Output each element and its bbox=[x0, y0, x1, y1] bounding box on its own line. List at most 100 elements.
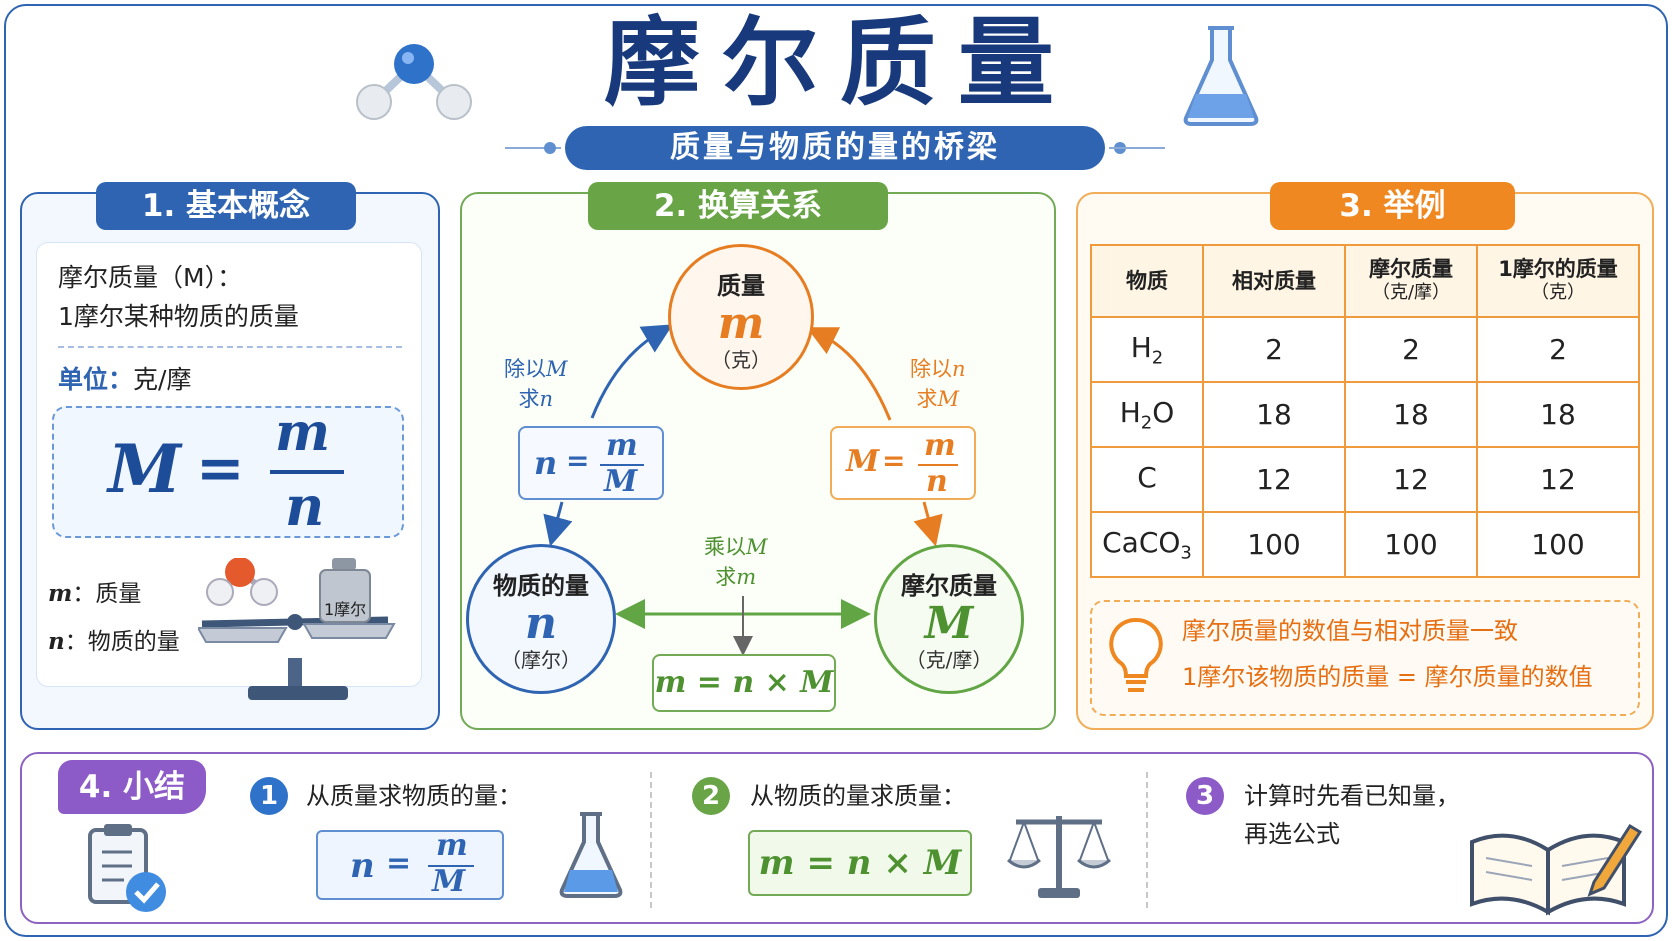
molar-mass-cell: 18 bbox=[1344, 381, 1478, 448]
section-tag-summary: 4. 小结 bbox=[58, 760, 206, 814]
one-mole-mass-cell: 100 bbox=[1476, 511, 1640, 578]
flask-icon bbox=[1183, 26, 1259, 126]
header-relative-mass-label: 相对质量 bbox=[1232, 269, 1316, 293]
molar-mass-var: M bbox=[924, 598, 974, 649]
substance-cell: C bbox=[1090, 446, 1204, 513]
table-row: H2O 18 18 18 bbox=[1090, 381, 1640, 448]
table-row: C 12 12 12 bbox=[1090, 446, 1640, 513]
checklist-icon bbox=[88, 824, 166, 912]
legend-mass: m：质量 bbox=[48, 574, 141, 608]
balance-scale-icon bbox=[198, 558, 396, 700]
section-tag-conversion: 2. 换算关系 bbox=[588, 182, 888, 230]
molar-formula-den: n bbox=[926, 464, 948, 499]
mass-label: 质量 bbox=[717, 272, 765, 300]
bottom-arrow-var-2: m bbox=[736, 565, 757, 589]
summary-divider-1 bbox=[650, 772, 652, 908]
right-arrow-var-1: n bbox=[952, 357, 966, 381]
bottom-arrow-var-1: M bbox=[746, 535, 768, 559]
molar-mass-cell: 12 bbox=[1344, 446, 1478, 513]
substance-suffix: O bbox=[1152, 395, 1175, 429]
summary-divider-2 bbox=[1146, 772, 1148, 908]
amount-unit: （摩尔） bbox=[501, 648, 581, 672]
header-molar-mass-label: 摩尔质量 bbox=[1369, 257, 1453, 281]
amount-formula-eq: = bbox=[566, 444, 590, 477]
summary-number-1: 1 bbox=[250, 777, 288, 815]
right-arrow-text-2: 求 bbox=[916, 387, 938, 411]
bottom-arrow-label: 乘以M 求m bbox=[704, 532, 768, 592]
amount-formula-num: m bbox=[606, 428, 638, 463]
header-relative-mass: 相对质量 bbox=[1202, 244, 1346, 318]
substance-cell: H2O bbox=[1090, 381, 1204, 448]
header-molar-mass-unit: （克/摩） bbox=[1371, 282, 1451, 303]
molar-mass-cell: 100 bbox=[1344, 511, 1478, 578]
header-molar-mass: 摩尔质量（克/摩） bbox=[1344, 244, 1478, 318]
unit-value: 克/摩 bbox=[133, 365, 192, 394]
header-one-mole-mass-unit: （克） bbox=[1531, 282, 1585, 303]
amount-label: 物质的量 bbox=[493, 572, 589, 600]
mass-circle: 质量 m （克） bbox=[668, 244, 814, 390]
summary-text-3: 计算时先看已知量， 再选公式 bbox=[1244, 777, 1460, 853]
summary-text-2: 从物质的量求质量： bbox=[750, 782, 966, 810]
open-book-pencil-icon bbox=[1470, 823, 1642, 916]
summary-text-3-line-1: 计算时先看已知量， bbox=[1244, 782, 1460, 810]
relative-mass-cell: 12 bbox=[1202, 446, 1346, 513]
definition-line-1: 摩尔质量（M）： bbox=[58, 263, 243, 292]
legend-m-var: m bbox=[48, 580, 73, 607]
tip-line-2: 1摩尔该物质的质量 = 摩尔质量的数值 bbox=[1182, 663, 1593, 691]
molar-formula-line bbox=[918, 464, 958, 466]
substance-symbol: C bbox=[1137, 460, 1157, 494]
summary-number-3: 3 bbox=[1186, 777, 1224, 815]
right-arrow-var-2: M bbox=[937, 387, 960, 411]
left-arrow-text-1: 除以 bbox=[504, 357, 546, 381]
summary-formula-1-num: m bbox=[436, 828, 468, 863]
summary-text-1: 从质量求物质的量： bbox=[306, 782, 522, 810]
section-tag-basic-concept: 1. 基本概念 bbox=[96, 182, 356, 230]
bottom-arrow-text-1: 乘以 bbox=[704, 535, 746, 559]
substance-subscript: 3 bbox=[1180, 542, 1192, 564]
conversion-arrows bbox=[543, 324, 943, 656]
header-substance-label: 物质 bbox=[1126, 269, 1168, 293]
page-title: 摩尔质量 bbox=[604, 7, 1076, 119]
summary-formula-1-den: M bbox=[432, 864, 466, 899]
molar-formula-lhs: M bbox=[846, 444, 880, 479]
page-subtitle: 质量与物质的量的桥梁 bbox=[565, 126, 1105, 170]
left-arrow-var-2: n bbox=[539, 387, 554, 411]
bottom-arrow-text-2: 求 bbox=[715, 565, 737, 589]
substance-symbol: H bbox=[1130, 330, 1152, 364]
mass-formula-box: m = n × M bbox=[652, 654, 836, 712]
one-mole-mass-cell: 2 bbox=[1476, 316, 1640, 383]
molar-mass-unit: （克/摩） bbox=[905, 648, 993, 672]
amount-formula-line bbox=[600, 464, 644, 466]
substance-cell: H2 bbox=[1090, 316, 1204, 383]
weight-label: 1摩尔 bbox=[324, 600, 367, 619]
table-row: CaCO3 100 100 100 bbox=[1090, 511, 1640, 578]
amount-formula-box: n = m M bbox=[518, 426, 664, 500]
legend-m-text: ：质量 bbox=[72, 581, 142, 607]
left-arrow-var-1: M bbox=[546, 357, 568, 381]
subtitle-banner: 质量与物质的量的桥梁 bbox=[505, 126, 1165, 170]
examples-table: 物质 相对质量 摩尔质量（克/摩） 1摩尔的质量（克） H2 2 2 2 H2O… bbox=[1090, 244, 1640, 578]
divider bbox=[58, 346, 402, 348]
header-substance: 物质 bbox=[1090, 244, 1204, 318]
right-arrow-label: 除以n 求M bbox=[910, 354, 966, 414]
molar-mass-cell: 2 bbox=[1344, 316, 1478, 383]
amount-formula-lhs: n bbox=[534, 444, 558, 482]
legend-amount: n：物质的量 bbox=[48, 622, 180, 656]
relative-mass-cell: 100 bbox=[1202, 511, 1346, 578]
balance-icon bbox=[1007, 816, 1111, 898]
formula-equals: = bbox=[196, 434, 245, 502]
relative-mass-cell: 2 bbox=[1202, 316, 1346, 383]
substance-symbol: H bbox=[1119, 395, 1141, 429]
summary-number-2: 2 bbox=[692, 777, 730, 815]
definition-line-2: 1摩尔某种物质的质量 bbox=[58, 302, 299, 331]
summary-formula-1: n = m M bbox=[316, 828, 504, 900]
summary-formula-1-eq: = bbox=[386, 846, 412, 881]
summary-formula-2: m = n × M bbox=[748, 830, 972, 896]
left-arrow-label: 除以M 求n bbox=[504, 354, 568, 414]
molar-mass-circle: 摩尔质量 M （克/摩） bbox=[874, 544, 1024, 694]
molar-mass-formula-box: M = m n bbox=[830, 426, 976, 500]
amount-formula-den: M bbox=[604, 464, 638, 499]
relative-mass-cell: 18 bbox=[1202, 381, 1346, 448]
formula-denominator: n bbox=[285, 474, 325, 538]
summary-formula-1-line bbox=[428, 865, 474, 867]
